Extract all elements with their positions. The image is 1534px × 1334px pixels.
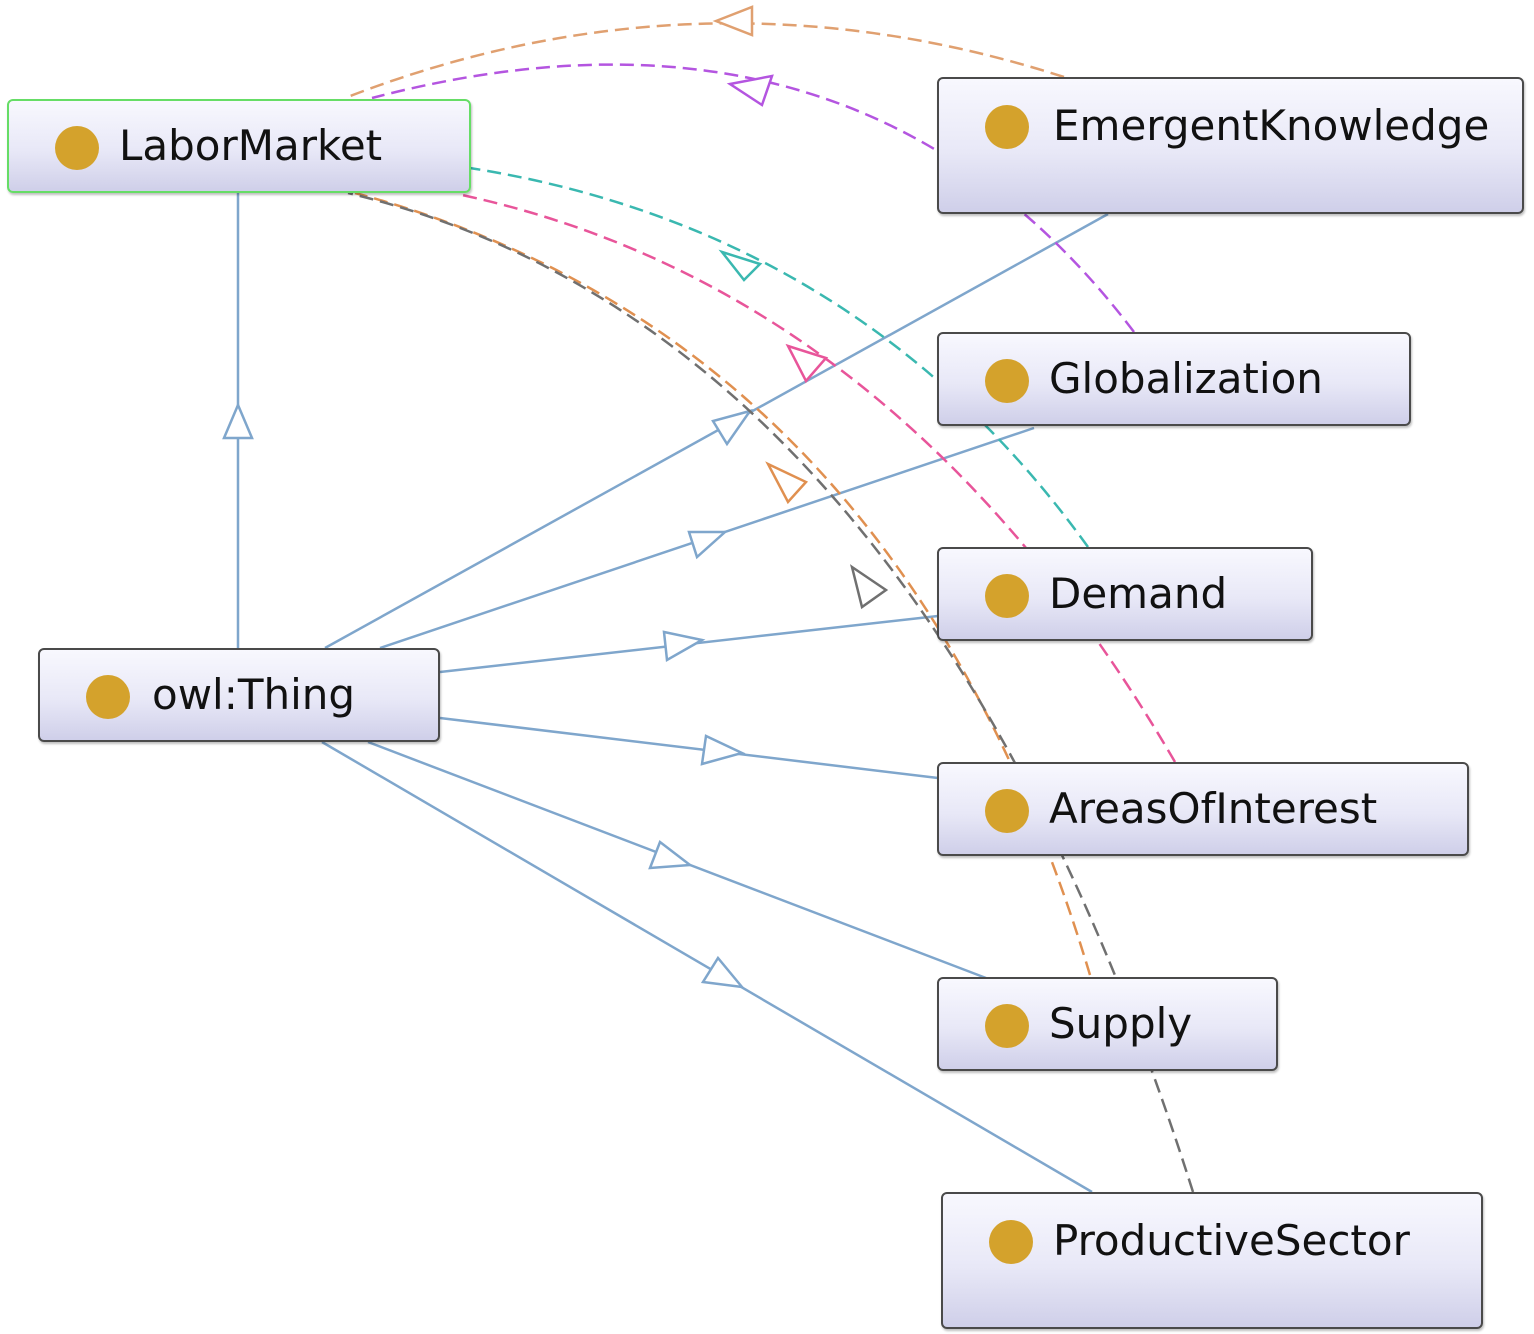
relation-edges	[344, 5, 1195, 1193]
node-label: ProductiveSector	[1053, 1216, 1410, 1265]
class-icon	[985, 105, 1029, 149]
relation-arrow-demand	[718, 249, 763, 282]
relation-arrow-productivesector	[849, 564, 889, 610]
node-label: Demand	[1049, 569, 1228, 618]
class-icon	[985, 359, 1029, 403]
node-emergentknowledge[interactable]: EmergentKnowledge	[937, 77, 1524, 214]
node-label: Supply	[1049, 999, 1193, 1048]
node-label: AreasOfInterest	[1049, 784, 1378, 833]
node-demand[interactable]: Demand	[937, 547, 1313, 641]
subclass-arrow-labormarket	[222, 401, 254, 440]
class-icon	[989, 1220, 1033, 1264]
relation-edge-supply	[354, 191, 1092, 976]
subclass-edge-productivesector	[321, 740, 1093, 1194]
node-areasofinterest[interactable]: AreasOfInterest	[937, 762, 1469, 856]
relation-edge-emergentknowledge	[344, 22, 1065, 100]
subclass-arrow-productivesector	[700, 955, 745, 989]
subclass-arrow-demand	[662, 630, 706, 663]
class-icon	[55, 126, 99, 170]
node-label: owl:Thing	[152, 670, 356, 719]
subclass-arrow-supply	[648, 839, 694, 870]
node-label: Globalization	[1049, 354, 1323, 403]
relation-edge-productivesector	[347, 191, 1195, 1193]
node-supply[interactable]: Supply	[937, 977, 1278, 1071]
node-labormarket[interactable]: LaborMarket	[7, 99, 471, 193]
relation-arrow-areasofinterest	[785, 343, 829, 384]
relation-edge-areasofinterest	[461, 193, 1177, 763]
subclass-edges	[222, 192, 1109, 1194]
node-label: LaborMarket	[119, 121, 383, 170]
relation-arrow-globalization	[726, 74, 774, 107]
node-globalization[interactable]: Globalization	[937, 332, 1411, 426]
relation-arrow-emergentknowledge	[712, 5, 754, 37]
class-icon	[985, 789, 1029, 833]
class-icon	[985, 574, 1029, 618]
relation-arrow-supply	[765, 461, 809, 505]
node-owl-thing[interactable]: owl:Thing	[38, 648, 440, 742]
subclass-edge-emergentknowledge	[324, 212, 1109, 650]
class-icon	[985, 1004, 1029, 1048]
subclass-arrow-areasofinterest	[700, 734, 746, 766]
node-label: EmergentKnowledge	[1053, 101, 1490, 150]
class-icon	[86, 675, 130, 719]
subclass-arrow-globalization	[687, 530, 729, 560]
relation-edge-globalization	[371, 63, 1135, 333]
subclass-arrow-emergentknowledge	[711, 408, 753, 447]
subclass-edge-areasofinterest	[439, 716, 939, 780]
relation-edge-demand	[469, 166, 1090, 548]
node-productivesector[interactable]: ProductiveSector	[941, 1192, 1483, 1329]
